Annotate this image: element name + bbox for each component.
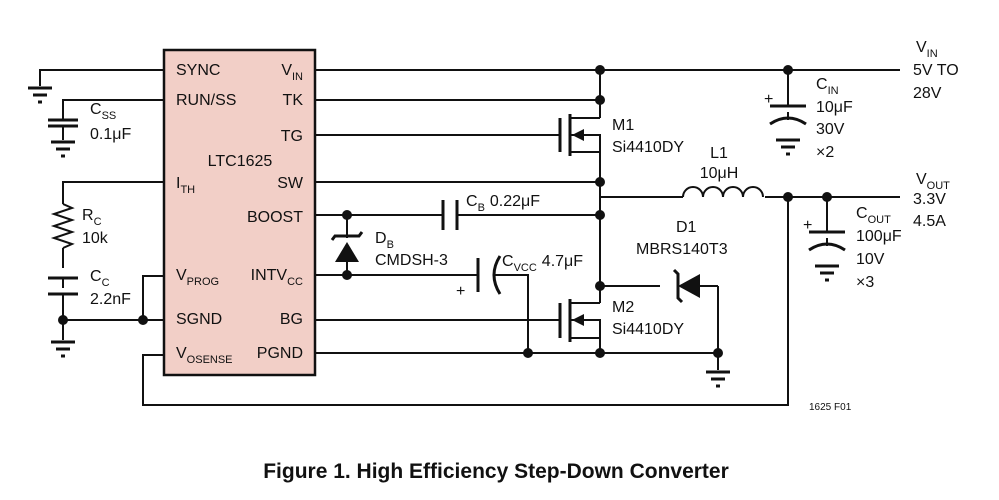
pin-bg-label: BG	[280, 311, 303, 328]
cin-plus: +	[764, 91, 773, 108]
cout-value3: ×3	[856, 274, 874, 291]
pin-runss-label: RUN/SS	[176, 92, 236, 109]
l1-name: L1	[710, 145, 728, 162]
ground-sgnd	[51, 340, 75, 358]
cc-value: 2.2nF	[90, 291, 131, 308]
cin-name: CIN	[816, 76, 839, 97]
cb-capacitor	[441, 200, 459, 230]
ground-cin	[776, 138, 800, 156]
pin-vprog-label: VPROG	[176, 267, 219, 288]
vout-terminal-line1: 3.3V	[913, 191, 946, 208]
pin-pgnd-label: PGND	[257, 345, 303, 362]
ground-pgnd	[706, 370, 730, 388]
m1-name: M1	[612, 117, 634, 134]
cout-plus: +	[803, 217, 812, 234]
css-name: CSS	[90, 101, 116, 122]
db-diode	[330, 231, 364, 262]
l1-value: 10μH	[700, 165, 739, 182]
m2-value: Si4410DY	[612, 321, 684, 338]
vout-terminal-name: VOUT	[916, 171, 950, 192]
vout-terminal-line2: 4.5A	[913, 213, 946, 230]
ic-body	[162, 48, 317, 377]
ground-cout	[815, 264, 839, 282]
junction-dots	[58, 65, 832, 358]
m1-mosfet	[558, 114, 601, 156]
cvcc-plus: +	[456, 283, 465, 300]
cin-value1: 10μF	[816, 99, 853, 116]
pin-vosense-label: VOSENSE	[176, 345, 233, 366]
vin-terminal-line1: 5V TO	[913, 62, 959, 79]
css-value: 0.1μF	[90, 126, 131, 143]
m1-value: Si4410DY	[612, 139, 684, 156]
pin-tg-label: TG	[281, 128, 303, 145]
cin-value3: ×2	[816, 144, 834, 161]
cc-capacitor	[48, 276, 78, 296]
vin-terminal-line2: 28V	[913, 85, 942, 102]
d1-name: D1	[676, 219, 697, 236]
ground-css	[51, 140, 75, 158]
cin-capacitor	[769, 104, 807, 126]
ground-sync	[28, 86, 52, 104]
vin-terminal-name: VIN	[916, 39, 938, 60]
db-name: DB	[375, 230, 394, 251]
ic-name: LTC1625	[208, 153, 273, 170]
cin-value2: 30V	[816, 121, 845, 138]
rc-name: RC	[82, 207, 102, 228]
pin-ith-label: ITH	[176, 175, 195, 196]
pin-sw-label: SW	[277, 175, 304, 192]
pin-boost-label: BOOST	[247, 209, 303, 226]
cout-value1: 100μF	[856, 228, 902, 245]
rc-resistor	[50, 203, 76, 249]
cc-name: CC	[90, 268, 110, 289]
rc-value: 10k	[82, 230, 109, 247]
pin-tk-label: TK	[283, 92, 304, 109]
l1-inductor	[682, 186, 764, 198]
d1-value: MBRS140T3	[636, 241, 728, 258]
pin-sync-label: SYNC	[176, 62, 220, 79]
pin-vin-label: VIN	[281, 62, 303, 83]
db-value: CMDSH-3	[375, 252, 448, 269]
cout-value2: 10V	[856, 251, 885, 268]
pin-intvcc-label: INTVCC	[251, 267, 303, 288]
css-capacitor	[48, 118, 78, 128]
pin-sgnd-label: SGND	[176, 311, 222, 328]
cvcc-capacitor	[476, 255, 502, 295]
d1-diode	[672, 268, 700, 304]
figure-id: 1625 F01	[809, 402, 852, 413]
m2-name: M2	[612, 299, 634, 316]
cout-name: COUT	[856, 205, 891, 226]
cout-capacitor	[808, 230, 846, 252]
m2-mosfet	[558, 299, 601, 342]
figure-caption: Figure 1. High Efficiency Step-Down Conv…	[263, 460, 729, 483]
